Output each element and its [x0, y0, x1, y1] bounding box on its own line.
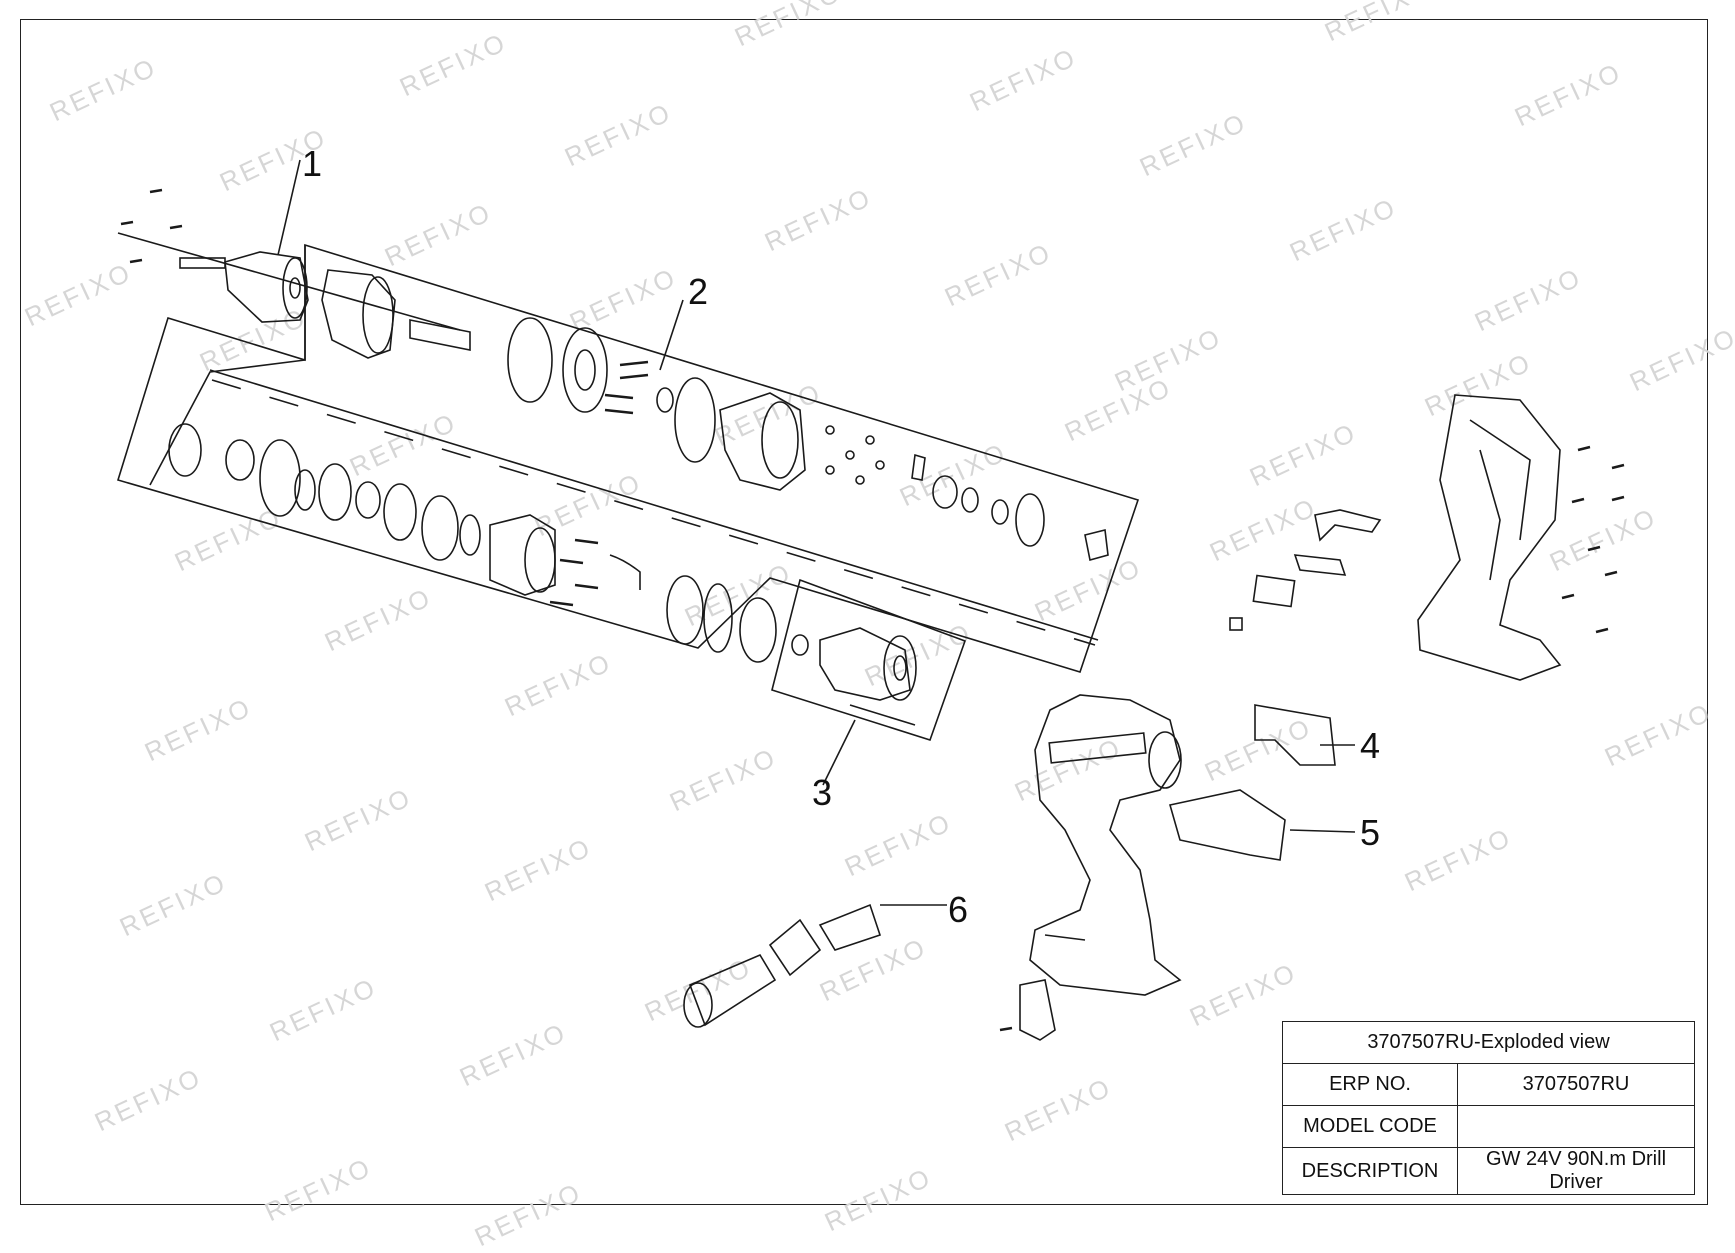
belt-clip-part — [999, 979, 1056, 1041]
screw-set — [120, 188, 183, 264]
title-block: 3707507RU-Exploded view ERP NO. 3707507R… — [1282, 1021, 1695, 1195]
gear-housing-part — [719, 392, 806, 491]
erp-label: ERP NO. — [1282, 1063, 1458, 1106]
leader-2 — [659, 299, 684, 371]
callout-3: 3 — [812, 772, 833, 813]
clutch-plate — [507, 317, 553, 403]
model-code-label: MODEL CODE — [1282, 1105, 1458, 1148]
callout-5: 5 — [1360, 812, 1381, 853]
callout-4: 4 — [1360, 725, 1381, 766]
callout-2: 2 — [688, 271, 709, 312]
drawing-frame — [20, 19, 1708, 1205]
description-value: GW 24V 90N.m Drill Driver — [1457, 1147, 1695, 1195]
main-housing-left — [1029, 694, 1182, 996]
trigger-switch-part — [1254, 704, 1336, 766]
side-handle-part — [683, 903, 882, 1028]
planetary-gear-set — [168, 423, 481, 561]
title-block-title: 3707507RU-Exploded view — [1282, 1021, 1695, 1064]
pin-set — [825, 425, 885, 485]
leader-5 — [1289, 829, 1356, 833]
washer-part — [674, 377, 716, 463]
spring-set — [604, 360, 649, 415]
motor-group-frame — [771, 578, 967, 741]
switch-pcb — [1252, 574, 1296, 608]
gearbox-inner-frame — [209, 369, 1099, 641]
switch-lever — [1314, 509, 1382, 542]
model-code-value — [1457, 1105, 1695, 1148]
housing-shell-right — [1417, 394, 1562, 681]
motor-mount-part — [489, 514, 556, 596]
callout-6: 6 — [948, 889, 969, 930]
housing-screws — [1561, 445, 1625, 634]
description-label: DESCRIPTION — [1282, 1147, 1458, 1195]
leader-1 — [277, 159, 301, 256]
gear-ring-part — [321, 269, 396, 359]
callout-1: 1 — [302, 143, 323, 184]
chuck-part — [179, 251, 309, 323]
chuck-group-frame — [116, 243, 1140, 673]
spindle-part — [409, 319, 471, 351]
erp-value: 3707507RU — [1457, 1063, 1695, 1106]
leader-3 — [822, 719, 856, 786]
motor-part — [791, 627, 917, 726]
battery-terminal-part — [1168, 789, 1286, 861]
